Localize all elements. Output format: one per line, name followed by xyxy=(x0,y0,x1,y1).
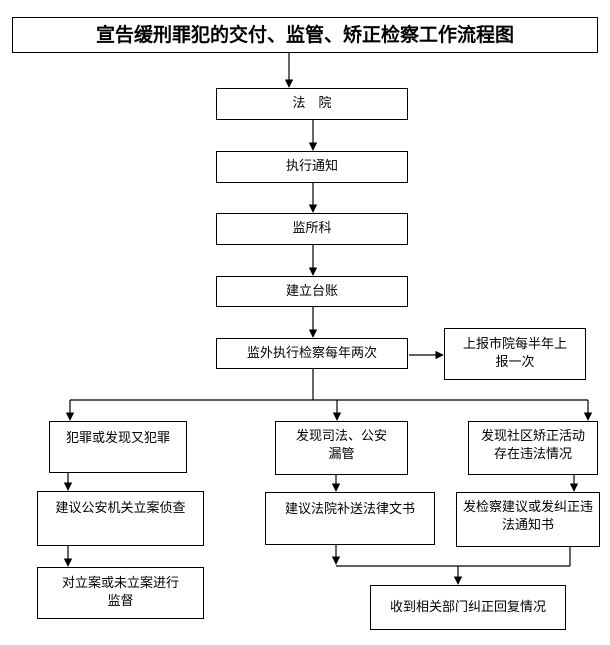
right-trigger-box: 发现社区矫正活动存在违法情况 xyxy=(468,421,598,475)
merge-result-label: 收到相关部门纠正回复情况 xyxy=(389,599,546,615)
inspection-label: 监外执行检察每年两次 xyxy=(246,345,377,361)
left-action-box: 建议公安机关立案侦查 xyxy=(37,491,204,546)
report-label: 上报市院每半年上报一次 xyxy=(462,337,567,370)
ledger-label: 建立台账 xyxy=(285,283,338,299)
right-trigger-label: 发现社区矫正活动存在违法情况 xyxy=(480,429,585,462)
middle-action-box: 建议法院补送法律文书 xyxy=(265,492,435,545)
page-title-text: 宣告缓刑罪犯的交付、监管、矫正检察工作流程图 xyxy=(95,24,514,46)
prison-section-label: 监所科 xyxy=(292,221,332,236)
left-action-label: 建议公安机关立案侦查 xyxy=(55,501,186,516)
prison-section-box: 监所科 xyxy=(216,213,408,245)
merge-result-box: 收到相关部门纠正回复情况 xyxy=(370,585,566,630)
middle-action-label: 建议法院补送法律文书 xyxy=(284,502,415,517)
court-box: 法 院 xyxy=(216,88,408,120)
page-title: 宣告缓刑罪犯的交付、监管、矫正检察工作流程图 xyxy=(12,17,598,53)
left-result-box: 对立案或未立案进行监督 xyxy=(37,567,204,619)
ledger-box: 建立台账 xyxy=(216,276,408,307)
left-trigger-label: 犯罪或发现又犯罪 xyxy=(65,431,170,446)
middle-trigger-label: 发现司法、公安漏管 xyxy=(295,429,387,462)
notice-box: 执行通知 xyxy=(216,151,408,183)
notice-label: 执行通知 xyxy=(285,159,338,174)
court-label: 法 院 xyxy=(292,96,332,111)
left-trigger-box: 犯罪或发现又犯罪 xyxy=(49,421,187,473)
right-action-box: 发检察建议或发纠正违法通知书 xyxy=(456,492,600,547)
middle-trigger-box: 发现司法、公安漏管 xyxy=(275,421,408,475)
right-action-label: 发检察建议或发纠正违法通知书 xyxy=(463,500,594,533)
report-box: 上报市院每半年上报一次 xyxy=(444,328,586,380)
inspection-box: 监外执行检察每年两次 xyxy=(216,338,408,369)
left-result-label: 对立案或未立案进行监督 xyxy=(61,576,179,609)
